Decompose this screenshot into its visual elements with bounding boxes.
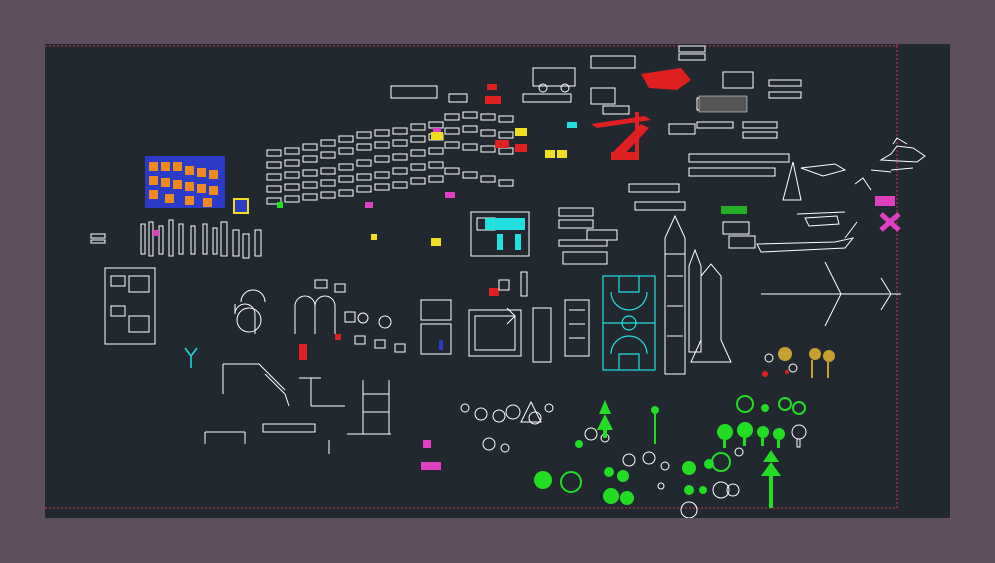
furniture-block	[104, 211, 590, 363]
trains-block	[558, 153, 790, 265]
cyan-sign	[184, 347, 198, 368]
cad-drawing	[45, 44, 926, 518]
small-green-vehicles	[721, 206, 747, 214]
aircraft-block	[756, 137, 926, 327]
trees-and-plants-block	[460, 347, 835, 518]
furniture-colored	[299, 218, 525, 360]
drawing-border	[45, 44, 898, 47]
playground-equipment-block	[204, 289, 391, 454]
people-figures-block	[90, 219, 262, 259]
vehicles-block	[266, 111, 514, 205]
construction-equipment-colored	[591, 68, 748, 160]
aircraft-colored	[875, 196, 901, 232]
basketball-court-block	[602, 275, 656, 371]
pink-blocks	[421, 440, 441, 470]
construction-equipment-block	[390, 45, 802, 139]
space-shuttle-block	[664, 214, 732, 375]
colored-vehicles	[153, 84, 577, 246]
signage-block	[145, 156, 249, 214]
misc-symbols-block	[314, 271, 528, 353]
cad-drawing-canvas[interactable]	[45, 44, 950, 518]
